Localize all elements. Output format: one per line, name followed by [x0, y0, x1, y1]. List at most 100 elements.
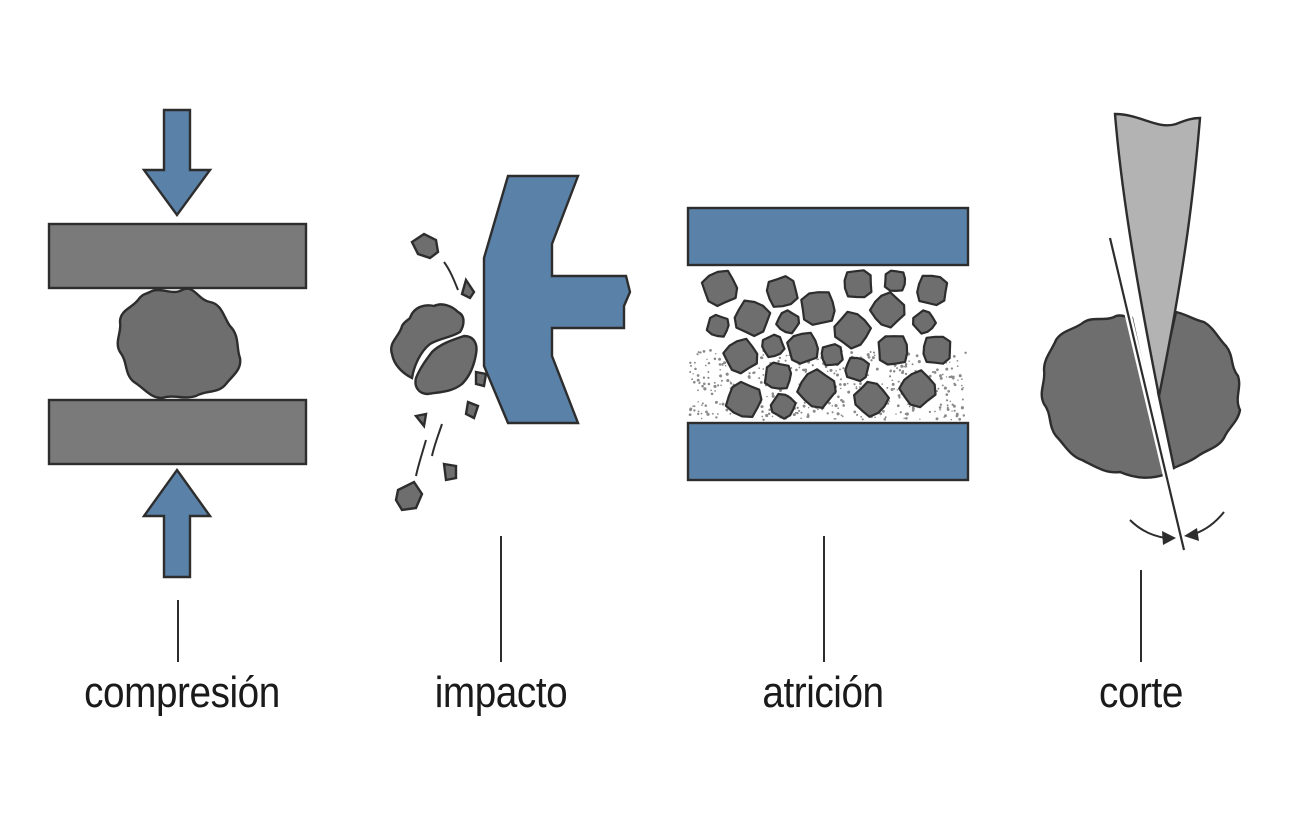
impact-fragment-5 — [413, 412, 428, 429]
cut-angle-arrowhead-right-icon — [1184, 528, 1199, 541]
fine-dot — [853, 383, 856, 386]
fine-dot — [853, 410, 857, 414]
fine-dot — [758, 367, 761, 370]
fine-dot — [919, 418, 921, 420]
fine-dot — [698, 382, 701, 385]
fine-dot — [960, 387, 964, 391]
fine-dot — [697, 389, 699, 392]
fine-dot — [939, 408, 941, 411]
fine-dot — [867, 356, 871, 359]
fine-dot — [837, 395, 840, 399]
fine-dot — [933, 371, 937, 374]
impact-motion-line-3 — [415, 439, 427, 477]
fine-dot — [831, 404, 834, 407]
fine-dot — [911, 363, 914, 366]
fine-dot — [898, 369, 902, 372]
fine-dot — [719, 374, 723, 378]
fine-dot — [948, 361, 951, 363]
fine-dot — [807, 413, 810, 416]
fine-dot — [939, 374, 942, 378]
fine-dot — [715, 401, 718, 404]
fine-dot — [840, 398, 843, 402]
attrition-grain — [775, 309, 801, 335]
impact-label: impacto — [434, 668, 568, 717]
attrition-grain — [843, 269, 873, 299]
fine-dot — [803, 401, 806, 404]
fine-dot — [726, 379, 730, 383]
fine-dot — [950, 418, 953, 421]
fine-dot — [896, 367, 899, 370]
fine-dot — [788, 354, 790, 357]
fine-dot — [958, 374, 962, 378]
fine-dot — [806, 415, 810, 419]
fine-dot — [703, 382, 706, 386]
attrition-grain — [820, 343, 844, 367]
attrition-particles — [700, 269, 952, 420]
fine-dot — [693, 409, 696, 412]
impact-fragment-1 — [410, 232, 440, 260]
fine-dot — [796, 406, 799, 409]
attrition-grain — [733, 299, 772, 338]
fine-dot — [717, 413, 719, 415]
fine-dot — [951, 410, 953, 412]
fine-dot — [768, 408, 772, 412]
fine-dot — [912, 407, 915, 411]
attrition-grain — [912, 309, 937, 335]
fine-dot — [802, 368, 805, 372]
fine-dot — [960, 406, 964, 410]
fine-dot — [892, 370, 896, 373]
cut-particle-right — [1156, 310, 1242, 470]
fine-dot — [724, 365, 727, 367]
fine-dot — [891, 382, 895, 386]
fine-dot — [697, 410, 700, 413]
fine-dot — [760, 405, 764, 409]
fine-dot — [928, 374, 932, 378]
fine-dot — [816, 358, 818, 361]
fine-dot — [955, 412, 959, 416]
fine-dot — [952, 377, 955, 380]
fine-dot — [872, 351, 876, 354]
fine-dot — [889, 375, 892, 378]
impact-panel — [390, 174, 632, 662]
fine-dot — [836, 412, 840, 416]
cut-label: corte — [1099, 668, 1183, 717]
fine-dot — [899, 411, 902, 414]
fine-dot — [871, 356, 875, 360]
fine-dot — [856, 413, 859, 416]
fine-dot — [795, 368, 798, 372]
fine-dot — [718, 357, 722, 361]
fine-dot — [720, 384, 722, 387]
impact-particle-lower — [414, 334, 478, 396]
fine-dot — [886, 386, 889, 389]
fine-dot — [792, 413, 796, 417]
fine-dot — [839, 368, 841, 371]
fine-dot — [798, 366, 801, 369]
fine-dot — [706, 358, 708, 361]
fine-dot — [947, 389, 951, 393]
attrition-grain — [700, 269, 739, 308]
fine-dot — [901, 371, 904, 375]
fine-dot — [833, 418, 836, 420]
fine-dot — [701, 402, 704, 405]
fine-dot — [707, 362, 711, 365]
fine-dot — [758, 377, 761, 380]
fine-dot — [718, 363, 722, 366]
fine-dot — [883, 418, 887, 421]
fine-dot — [879, 412, 883, 416]
cut-panel — [1040, 112, 1242, 662]
fine-dot — [950, 367, 954, 370]
impact-fragment-4 — [464, 400, 480, 420]
fine-dot — [838, 383, 842, 386]
fine-dot — [707, 371, 710, 373]
fine-dot — [785, 354, 788, 357]
fine-dot — [934, 410, 936, 413]
fine-dot — [866, 353, 870, 357]
fine-dot — [778, 356, 782, 360]
fine-dot — [931, 370, 934, 374]
fine-dot — [701, 404, 703, 406]
fine-dot — [689, 370, 692, 374]
attrition-label: atrición — [762, 668, 884, 717]
fine-dot — [817, 358, 820, 361]
compression-top-arrow-icon — [141, 108, 213, 218]
